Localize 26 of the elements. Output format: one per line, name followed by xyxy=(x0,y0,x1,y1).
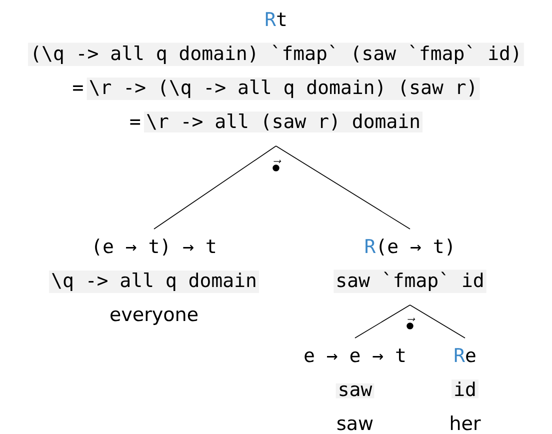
word-label: saw xyxy=(338,419,373,430)
code-snippet: \r -> all (saw r) domain xyxy=(144,111,423,132)
type-label: t xyxy=(277,12,286,26)
operator-symbol: $\vec{\bullet}$ xyxy=(406,318,416,330)
equals-sign: = xyxy=(130,119,140,125)
code-snippet: saw xyxy=(336,383,374,398)
type-constructor: R xyxy=(266,12,276,26)
code-snippet: id xyxy=(452,380,478,398)
code-snippet: \r -> (\q -> all q domain) (saw r) xyxy=(86,77,480,100)
type-label: e → e → t xyxy=(304,348,405,362)
tree-branch xyxy=(410,304,466,338)
word-label: everyone xyxy=(110,310,198,325)
tree-branch xyxy=(276,146,410,230)
operator-symbol: $\vec{\bullet}$ xyxy=(272,160,282,172)
type-label: (e → t) → t xyxy=(95,238,216,256)
tree-branch xyxy=(354,304,410,338)
type-label: (e → t) xyxy=(380,238,452,256)
word-label: her xyxy=(450,416,481,430)
code-snippet: \q -> all q domain xyxy=(49,270,259,293)
type-label: e xyxy=(466,351,476,362)
code-snippet: saw `fmap` id xyxy=(334,270,486,293)
type-constructor: R xyxy=(454,348,465,362)
code-snippet: (\q -> all q domain) `fmap` (saw `fmap` id) xyxy=(28,42,524,66)
tree-branch xyxy=(154,146,276,230)
type-constructor: R xyxy=(366,239,376,253)
equals-sign: = xyxy=(73,85,83,91)
